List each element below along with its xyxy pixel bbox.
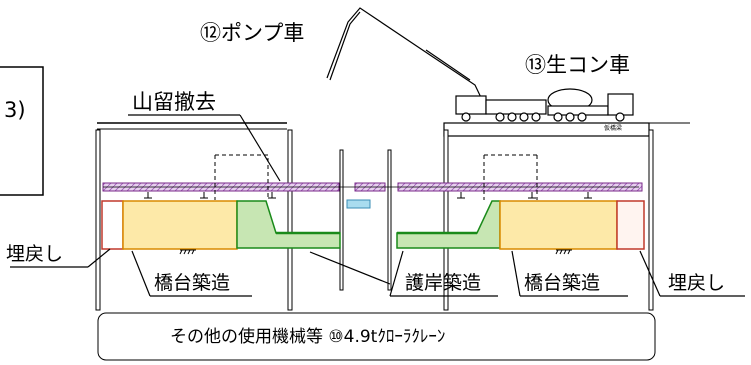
abutment-left <box>122 200 238 250</box>
label-backfill-left: 埋戻し <box>6 243 64 265</box>
label-revetment: 護岸築造 <box>405 272 482 294</box>
pump-truck <box>326 7 547 122</box>
label-abutment-right: 橋台築造 <box>524 272 601 294</box>
label-pump-truck: ⑫ポンプ車 <box>200 21 305 45</box>
sheet-pile <box>648 129 654 311</box>
sheet-piles <box>95 129 654 311</box>
backfill-right <box>616 200 645 250</box>
label-backfill-right: 埋戻し <box>668 272 726 294</box>
label-retaining-removal: 山留撤去 <box>132 90 216 114</box>
backfill-left <box>101 200 124 250</box>
abutment-right <box>499 200 618 250</box>
footing-hatch <box>179 249 572 255</box>
strut-ticks <box>144 192 592 199</box>
sheet-pile <box>387 149 392 291</box>
label-temp-bridge: 仮橋梁 <box>604 125 623 132</box>
removed-outline <box>214 154 538 200</box>
leader-lines <box>10 114 745 297</box>
sheet-pile <box>339 149 344 291</box>
sheet-pile <box>287 129 293 311</box>
struts <box>102 182 643 192</box>
sheet-pile <box>443 129 449 311</box>
left-partial-box <box>0 66 44 196</box>
water <box>346 199 371 209</box>
label-equipment-note: その他の使用機械等 ⑩4.9tｸﾛｰﾗｸﾚｰﾝ <box>170 327 446 347</box>
equipment-note-box <box>97 312 656 361</box>
sheet-pile <box>95 129 101 311</box>
label-mixer-truck: ⑬生コン車 <box>525 53 630 77</box>
label-abutment-left: 橋台築造 <box>154 272 231 294</box>
label-left-box-fragment: 3) <box>4 98 26 122</box>
mixer-truck <box>547 88 634 122</box>
